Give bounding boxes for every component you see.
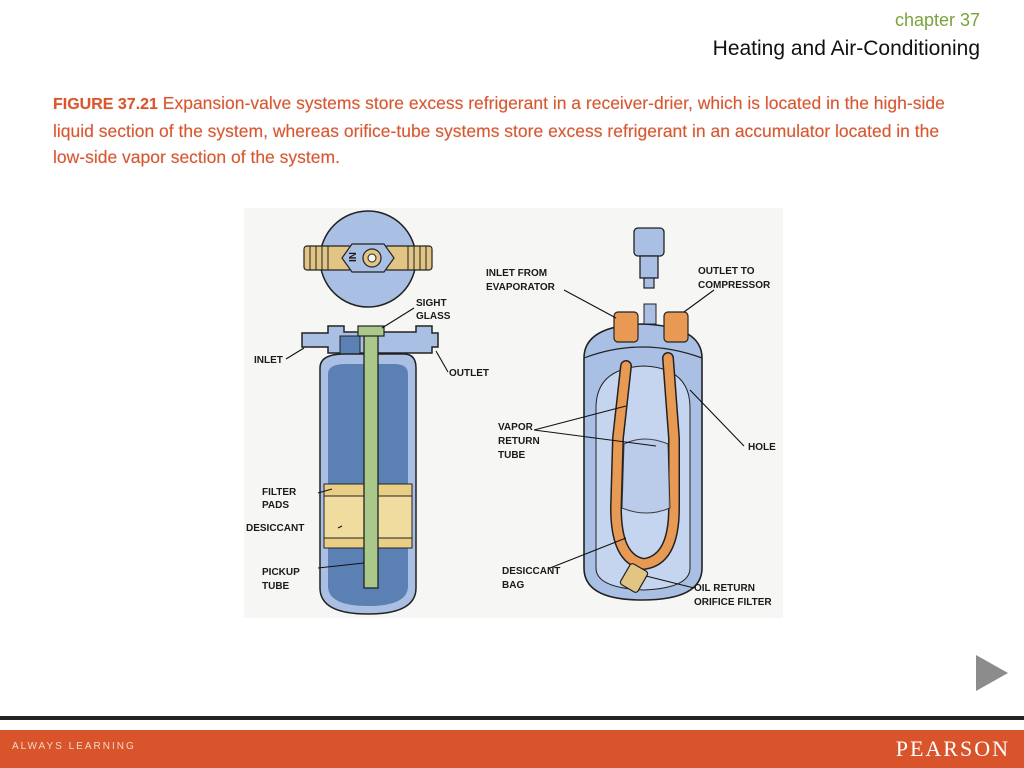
desiccant-bag [621, 438, 671, 514]
label-return: RETURN [498, 436, 540, 447]
label-inlet-from: INLET FROM [486, 268, 547, 279]
label-tube-accumulator: TUBE [498, 450, 526, 461]
label-pads: PADS [262, 500, 289, 511]
refrigerant-storage-figure: IN SIGHT GLASS INLET OUTLET FILTER PADS … [244, 208, 783, 618]
caption-text: Expansion-valve systems store excess ref… [53, 93, 945, 167]
sight-glass-marking: IN [348, 252, 359, 262]
label-compressor: COMPRESSOR [698, 280, 771, 291]
label-orifice-filter: ORIFICE FILTER [694, 597, 772, 608]
label-inlet: INLET [254, 355, 283, 366]
label-desiccant: DESICCANT [246, 523, 304, 534]
footer-bar: ALWAYS LEARNING PEARSON [0, 730, 1024, 768]
label-filter: FILTER [262, 487, 297, 498]
next-slide-button[interactable] [972, 653, 1012, 693]
footer-divider [0, 716, 1024, 720]
accumulator-diagram: INLET FROM EVAPORATOR OUTLET TO COMPRESS… [486, 227, 776, 608]
label-pickup: PICKUP [262, 567, 300, 578]
footer-tagline: ALWAYS LEARNING [12, 741, 136, 752]
label-hole: HOLE [748, 442, 776, 453]
pickup-tube [363, 329, 379, 589]
label-outlet: OUTLET [449, 368, 489, 379]
label-outlet-to: OUTLET TO [698, 266, 755, 277]
chapter-label: chapter 37 [894, 10, 980, 30]
label-tube: TUBE [262, 581, 290, 592]
figure-number: FIGURE 37.21 [53, 96, 158, 113]
label-glass: GLASS [416, 311, 451, 322]
oil-return-orifice-filter [619, 563, 649, 593]
receiver-drier-diagram: IN SIGHT GLASS INLET OUTLET FILTER PADS … [246, 210, 489, 615]
figure-caption: FIGURE 37.21 Expansion-valve systems sto… [53, 90, 953, 170]
chapter-title: Heating and Air-Conditioning [712, 37, 980, 60]
label-evaporator: EVAPORATOR [486, 282, 556, 293]
label-desiccant-accumulator: DESICCANT [502, 566, 560, 577]
label-bag: BAG [502, 580, 524, 591]
label-oil-return: OIL RETURN [694, 583, 755, 594]
pearson-logo: PEARSON [895, 736, 1010, 761]
label-vapor: VAPOR [498, 422, 534, 433]
play-arrow-icon [976, 655, 1008, 691]
label-sight: SIGHT [416, 298, 447, 309]
